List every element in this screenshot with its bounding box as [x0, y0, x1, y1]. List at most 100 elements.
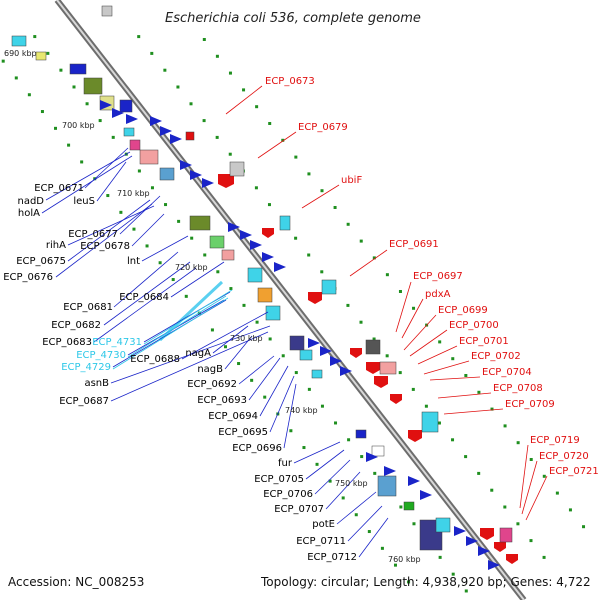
gene-label[interactable]: nadD	[17, 196, 44, 207]
gene-label[interactable]: ECP_0683	[42, 337, 92, 348]
gene-block	[265, 305, 281, 321]
gene-label[interactable]: rihA	[46, 240, 66, 251]
gene-label[interactable]: ECP_4729	[61, 362, 111, 373]
gene-label[interactable]: lnt	[127, 256, 140, 267]
track-dot	[333, 205, 337, 209]
gene-label[interactable]: ECP_0671	[34, 183, 84, 194]
gene-label[interactable]: ECP_0702	[471, 351, 521, 362]
gene-label[interactable]: ECP_0721	[549, 466, 599, 477]
gene-label[interactable]: fur	[278, 458, 293, 469]
track-dot	[254, 186, 258, 190]
leader-line	[110, 331, 269, 402]
gene-label[interactable]: ECP_0708	[493, 383, 543, 394]
track-dot	[307, 172, 311, 176]
gene-label[interactable]: ECP_0697	[413, 271, 463, 282]
track-dot	[380, 546, 384, 550]
track-dot	[1, 59, 5, 63]
gene-label[interactable]: ECP_0676	[3, 272, 53, 283]
gene-label[interactable]: ECP_0704	[482, 367, 532, 378]
track-dot	[341, 496, 345, 500]
track-dot	[398, 371, 402, 375]
gene-label[interactable]: ECP_0694	[208, 411, 258, 422]
gene-label[interactable]: ECP_0720	[539, 451, 589, 462]
track-dot	[315, 462, 319, 466]
gene-label[interactable]: potE	[312, 519, 335, 530]
leader-line	[45, 151, 131, 201]
gene-label[interactable]: ECP_0681	[63, 302, 113, 313]
gene-label[interactable]: ECP_0688	[130, 354, 180, 365]
gene-label[interactable]: ECP_0673	[265, 76, 315, 87]
track-dot	[294, 155, 298, 159]
gene-block	[129, 139, 141, 151]
forward-arrow	[308, 338, 320, 348]
gene-block	[139, 149, 159, 165]
gene-label[interactable]: ECP_0679	[298, 122, 348, 133]
track-dot	[54, 126, 58, 130]
gene-label[interactable]: nagB	[197, 364, 223, 375]
gene-block	[289, 335, 305, 351]
gene-block	[299, 349, 313, 361]
gene-label[interactable]: ECP_0677	[68, 229, 118, 240]
gene-label[interactable]: ECP_0691	[389, 239, 439, 250]
gene-label[interactable]: ECP_0692	[187, 379, 237, 390]
leader-line	[358, 517, 389, 558]
leader-line	[67, 199, 151, 262]
gene-label[interactable]: ECP_0682	[51, 320, 101, 331]
gene-label[interactable]: ECP_0711	[296, 536, 346, 547]
forward-arrow	[320, 346, 332, 356]
gene-block	[377, 475, 397, 497]
gene-label[interactable]: ECP_0678	[80, 241, 130, 252]
forward-arrow	[454, 526, 466, 536]
forward-arrow	[126, 114, 138, 124]
gene-label[interactable]: nagA	[185, 348, 211, 359]
leader-line	[113, 251, 179, 308]
gene-label[interactable]: ECP_0719	[530, 435, 580, 446]
gene-label[interactable]: ECP_0709	[505, 399, 555, 410]
gene-label[interactable]: holA	[18, 208, 40, 219]
gene-label[interactable]: ECP_0675	[16, 256, 66, 267]
gene-label[interactable]: ubiF	[341, 175, 362, 186]
gene-label[interactable]: asnB	[84, 378, 109, 389]
reverse-gene	[308, 292, 322, 304]
leader-line	[395, 281, 412, 333]
track-dot	[106, 194, 110, 198]
tick-label: 710 kbp	[117, 189, 150, 198]
gene-label[interactable]: ECP_0707	[274, 504, 324, 515]
gene-label[interactable]: pdxA	[425, 289, 451, 300]
track-dot	[184, 294, 188, 298]
track-dot	[516, 441, 520, 445]
track-dot	[407, 580, 411, 584]
track-dot	[72, 85, 76, 89]
gene-label[interactable]: ECP_0684	[119, 292, 169, 303]
left-gene-labels: ECP_0671 nadD holA leuS ECP_0677 rihA EC…	[3, 183, 357, 563]
gene-label[interactable]: ECP_0687	[59, 396, 109, 407]
gene-block	[159, 167, 175, 181]
gene-label[interactable]: ECP_4730	[76, 350, 126, 361]
gene-label[interactable]: ECP_0705	[254, 474, 304, 485]
leader-line	[131, 213, 165, 247]
track-dot	[451, 357, 455, 361]
gene-label[interactable]: ECP_0693	[197, 395, 247, 406]
gene-label[interactable]: ECP_0700	[449, 320, 499, 331]
track-dot	[385, 273, 389, 277]
forward-arrow	[170, 134, 182, 144]
leader-line	[293, 441, 341, 464]
gene-label[interactable]: ECP_0695	[218, 427, 268, 438]
gene-label[interactable]: ECP_0712	[307, 552, 357, 563]
forward-arrow	[384, 466, 396, 476]
track-dot	[229, 287, 233, 291]
gene-label[interactable]: ECP_0696	[232, 443, 282, 454]
gene-label[interactable]: ECP_4731	[92, 337, 142, 348]
track-dot	[412, 306, 416, 310]
track-dot	[216, 270, 220, 274]
gene-label[interactable]: ECP_0706	[263, 489, 313, 500]
gene-block	[11, 35, 27, 47]
forward-arrow	[274, 262, 286, 272]
track-dot	[150, 186, 154, 190]
track-dot	[80, 160, 84, 164]
track-dot	[85, 102, 89, 106]
gene-label[interactable]: ECP_0699	[438, 305, 488, 316]
track-dot	[346, 303, 350, 307]
gene-label[interactable]: ECP_0701	[459, 336, 509, 347]
gene-label[interactable]: leuS	[73, 196, 95, 207]
